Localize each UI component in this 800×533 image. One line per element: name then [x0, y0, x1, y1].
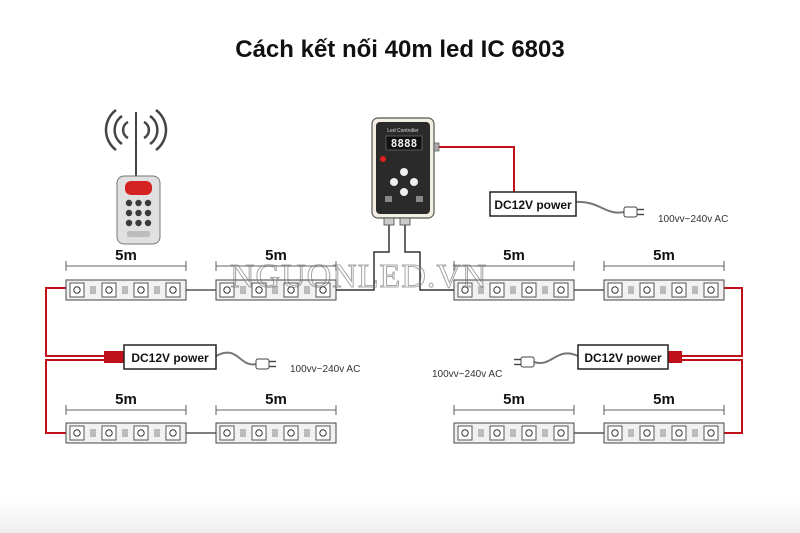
power-supply: DC12V power [577, 344, 669, 370]
controller-output-wire-left [310, 222, 390, 291]
led-strip [603, 422, 725, 444]
power-supply: DC12V power [123, 344, 217, 370]
ac-plug-icon [623, 206, 645, 218]
left-connector [104, 351, 124, 363]
ac-plug-icon [255, 358, 277, 370]
controller-right-button [410, 178, 418, 186]
right-connector [668, 351, 682, 363]
controller-header: Led Controller [387, 128, 419, 134]
led-strip [215, 422, 337, 444]
left-power-wire [45, 287, 124, 357]
led-strip [65, 422, 187, 444]
led-strip [215, 279, 337, 301]
controller-display: 8888 [391, 137, 418, 150]
led-strip [603, 279, 725, 301]
led-controller-icon: Led Controller 8888 [371, 117, 440, 226]
strip-length-label: 5m [265, 391, 287, 408]
strip-length-label: 5m [503, 247, 525, 264]
strip-length-label: 5m [115, 391, 137, 408]
power-supply-label: DC12V power [131, 351, 209, 365]
strip-length-label: 5m [653, 391, 675, 408]
ac-cable [215, 351, 257, 366]
ac-input-label: 100vv~240v AC [290, 364, 360, 375]
strip-length-label: 5m [115, 247, 137, 264]
strip-length-label: 5m [503, 391, 525, 408]
led-strip [65, 279, 187, 301]
right-power-wire-lower [668, 359, 743, 434]
right-power-wire [668, 287, 743, 357]
ac-cable [573, 200, 625, 214]
controller-left-button [390, 178, 398, 186]
ac-input-label: 100vv~240v AC [658, 214, 728, 225]
controller-up-button [400, 168, 408, 176]
led-strip [453, 279, 575, 301]
remote-control-icon [116, 112, 161, 245]
ac-plug-icon [513, 356, 535, 368]
power-supply-label: DC12V power [584, 351, 662, 365]
led-strip [453, 422, 575, 444]
controller-output-wire-right [404, 222, 454, 291]
controller-mode-button [380, 156, 386, 162]
power-supply-label: DC12V power [494, 198, 572, 212]
ac-cable [533, 352, 579, 365]
left-power-wire-lower [45, 359, 124, 434]
controller-down-button [400, 188, 408, 196]
wireless-signal-icon [104, 109, 168, 151]
ac-input-label: 100vv~240v AC [432, 369, 502, 380]
bottom-shadow [0, 500, 800, 533]
strip-length-label: 5m [653, 247, 675, 264]
strip-length-label: 5m [265, 247, 287, 264]
power-supply: DC12V power [489, 191, 577, 217]
controller-to-psu-wire [438, 146, 515, 192]
page-title: Cách kết nối 40m led IC 6803 [235, 36, 565, 63]
